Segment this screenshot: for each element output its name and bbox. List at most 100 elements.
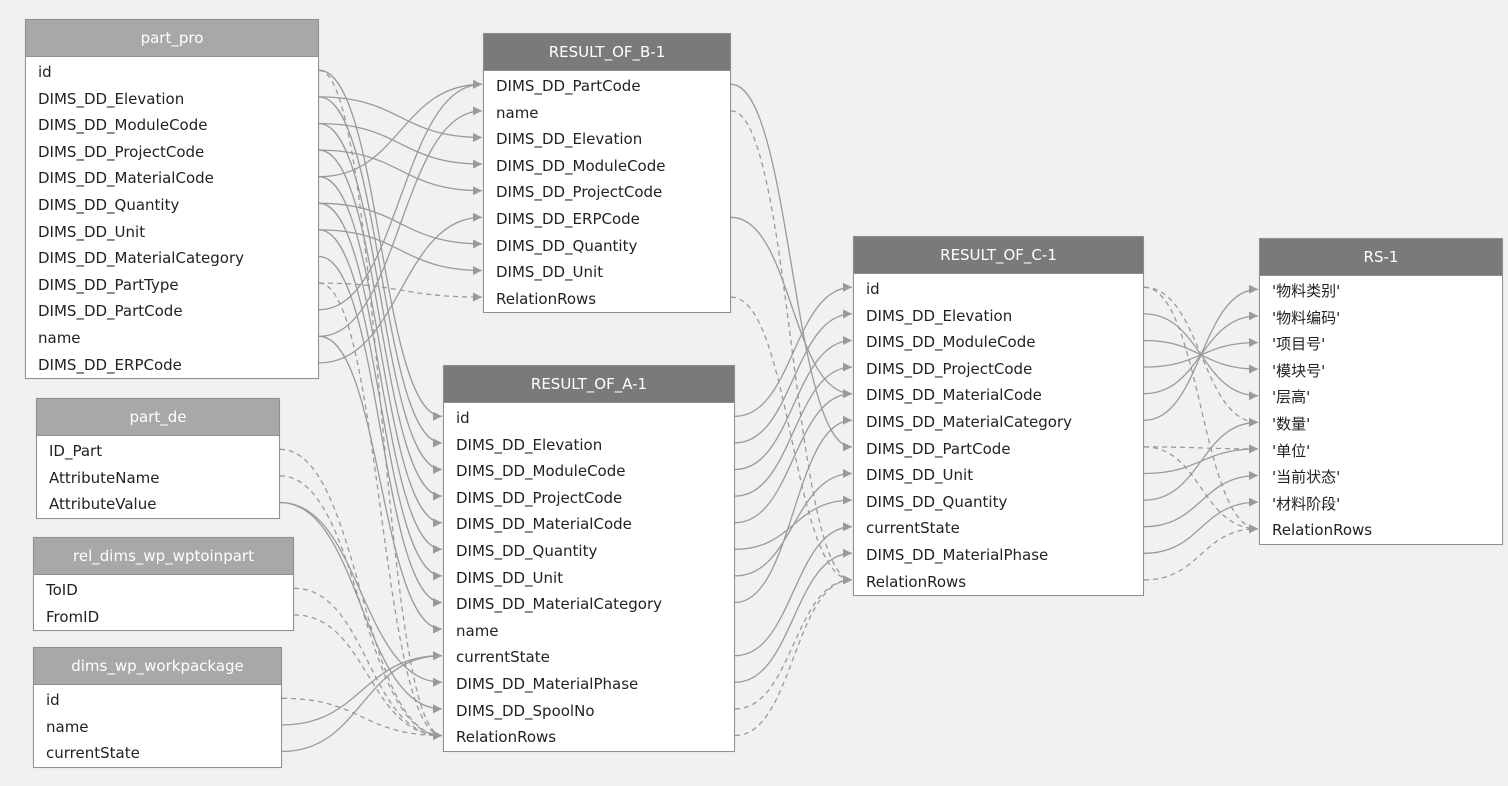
field-row[interactable]: DIMS_DD_MaterialPhase (866, 545, 1049, 564)
field-row[interactable]: currentState (456, 648, 550, 667)
field-row[interactable]: DIMS_DD_PartCode (866, 439, 1011, 458)
lineage-link (1143, 524, 1259, 581)
lineage-link (730, 296, 853, 585)
field-row[interactable]: DIMS_DD_Elevation (496, 130, 643, 149)
field-row[interactable]: DIMS_DD_Quantity (456, 541, 598, 560)
field-row[interactable]: DIMS_DD_MaterialPhase (456, 674, 639, 693)
field-row[interactable]: DIMS_DD_MaterialCategory (456, 595, 662, 614)
field-row[interactable]: '单位' (1272, 441, 1311, 460)
field-row[interactable]: id (38, 63, 52, 81)
field-row[interactable]: DIMS_DD_ModuleCode (456, 462, 626, 481)
field-row[interactable]: FromID (46, 607, 100, 626)
field-row[interactable]: DIMS_DD_Unit (866, 466, 974, 485)
field-row[interactable]: DIMS_DD_PartCode (38, 302, 183, 321)
field-row[interactable]: DIMS_DD_Elevation (456, 435, 603, 454)
field-row[interactable]: RelationRows (496, 289, 597, 308)
lineage-link (734, 415, 853, 604)
lineage-link (318, 69, 443, 421)
field-row[interactable]: '模块号' (1272, 361, 1326, 380)
lineage-link (734, 522, 853, 657)
field-row[interactable]: '物料编码' (1272, 308, 1341, 327)
field-row[interactable]: '材料阶段' (1272, 494, 1341, 513)
field-row[interactable]: AttributeValue (49, 495, 157, 514)
table-title[interactable]: part_pro (26, 20, 318, 57)
field-row[interactable]: name (38, 328, 81, 347)
field-row[interactable]: currentState (866, 519, 960, 538)
field-row[interactable]: DIMS_DD_MaterialCode (38, 169, 214, 188)
lineage-link (734, 282, 853, 417)
field-row[interactable]: DIMS_DD_PartType (38, 275, 179, 294)
field-row[interactable]: DIMS_DD_MaterialCategory (38, 249, 244, 268)
lineage-link (734, 548, 853, 683)
field-row[interactable]: id (456, 409, 470, 427)
field-row[interactable]: DIMS_DD_Unit (38, 222, 146, 241)
table-title[interactable]: RS-1 (1260, 239, 1502, 276)
field-row[interactable]: '物料类别' (1272, 282, 1341, 300)
field-row[interactable]: DIMS_DD_SpoolNo (456, 701, 595, 720)
field-row[interactable]: DIMS_DD_ProjectCode (866, 359, 1033, 378)
field-row[interactable]: name (46, 717, 89, 736)
field-row[interactable]: DIMS_DD_MaterialCode (456, 515, 632, 534)
field-row[interactable]: name (496, 103, 539, 122)
field-row[interactable]: id (866, 280, 880, 298)
field-row[interactable]: DIMS_DD_ModuleCode (496, 156, 666, 175)
field-row[interactable]: DIMS_DD_Quantity (496, 236, 638, 255)
field-row[interactable]: RelationRows (1272, 521, 1373, 540)
field-row[interactable]: DIMS_DD_Unit (496, 263, 604, 282)
field-row[interactable]: RelationRows (866, 572, 967, 591)
field-row[interactable]: DIMS_DD_Unit (456, 568, 564, 587)
table-title[interactable]: part_de (37, 399, 279, 436)
field-row[interactable]: '项目号' (1272, 335, 1326, 354)
lineage-link (281, 697, 443, 741)
lineage-link (730, 83, 853, 452)
table-rs-1[interactable]: RS-1 '物料类别' '物料编码' '项目号' '模块号' '层高' '数量' '单位' '当… (1259, 238, 1503, 545)
field-row[interactable]: RelationRows (456, 728, 557, 747)
field-row[interactable]: '数量' (1272, 414, 1311, 433)
lineage-link (1143, 470, 1259, 528)
field-row[interactable]: '层高' (1272, 388, 1311, 407)
lineage-link (318, 79, 483, 178)
field-row[interactable]: ToID (46, 581, 78, 599)
field-row[interactable]: DIMS_DD_MaterialCode (866, 386, 1042, 405)
field-row[interactable]: DIMS_DD_Elevation (38, 89, 185, 108)
lineage-link (734, 575, 853, 737)
field-row[interactable]: DIMS_DD_ProjectCode (456, 488, 623, 507)
field-row[interactable]: currentState (46, 744, 140, 763)
field-row[interactable]: DIMS_DD_ERPCode (38, 355, 182, 374)
table-title[interactable]: RESULT_OF_A-1 (444, 366, 734, 403)
lineage-link (318, 96, 483, 143)
field-list: ToID FromID (34, 575, 293, 630)
table-title[interactable]: dims_wp_workpackage (34, 648, 281, 685)
field-row[interactable]: DIMS_DD_Quantity (866, 492, 1008, 511)
field-row[interactable]: DIMS_DD_Elevation (866, 306, 1013, 325)
field-row[interactable]: AttributeName (49, 468, 160, 487)
field-row[interactable]: DIMS_DD_Quantity (38, 195, 180, 214)
field-row[interactable]: DIMS_DD_ERPCode (496, 209, 640, 228)
field-row[interactable]: DIMS_DD_ProjectCode (496, 183, 663, 202)
field-row[interactable]: name (456, 621, 499, 640)
field-row[interactable]: DIMS_DD_ProjectCode (38, 142, 205, 161)
lineage-link (318, 255, 443, 607)
field-row[interactable]: id (46, 691, 60, 709)
table-title[interactable]: rel_dims_wp_wptoinpart (34, 538, 293, 575)
field-row[interactable]: '当前状态' (1272, 468, 1341, 487)
table-title[interactable]: RESULT_OF_B-1 (484, 34, 730, 71)
field-row[interactable]: DIMS_DD_MaterialCategory (866, 412, 1072, 431)
field-row[interactable]: DIMS_DD_PartCode (496, 77, 641, 95)
table-title[interactable]: RESULT_OF_C-1 (854, 237, 1143, 274)
field-row[interactable]: ID_Part (49, 442, 103, 460)
field-row[interactable]: DIMS_DD_ModuleCode (38, 116, 208, 135)
lineage-link (318, 282, 483, 302)
field-row[interactable]: DIMS_DD_ModuleCode (866, 333, 1036, 352)
